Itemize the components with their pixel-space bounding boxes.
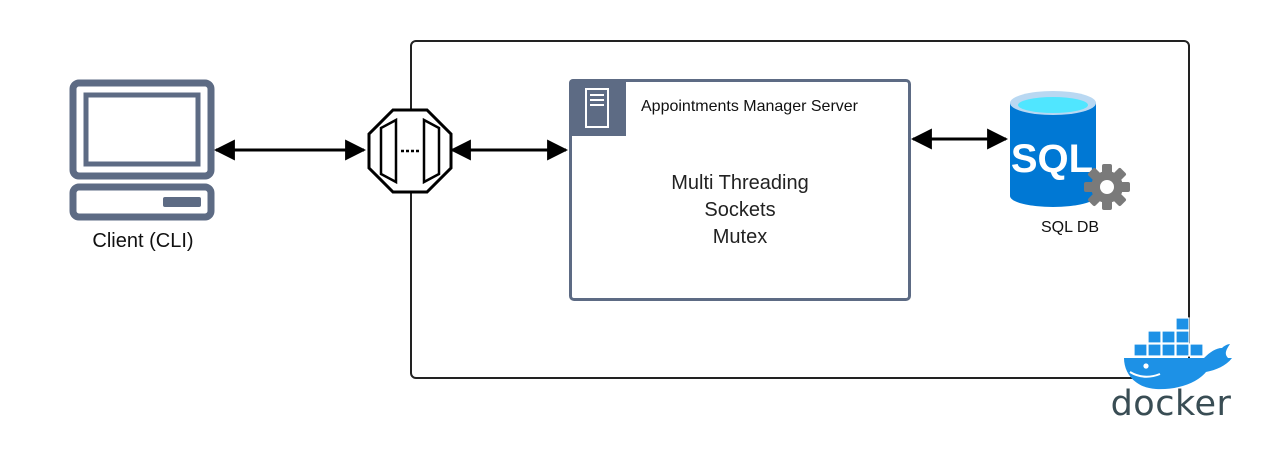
feature-sockets: Sockets [704,199,776,221]
gateway-icon [367,108,453,194]
docker-whale-icon [1124,317,1232,390]
docker-wordmark: docker [1110,384,1232,424]
feature-mutex: Mutex [712,226,768,248]
sql-database-icon: SQL [1010,91,1096,207]
server-icon [569,79,626,136]
server-icon-glyph [585,88,609,128]
gear-icon [1084,164,1130,210]
docker-container-frame [410,40,1190,379]
server-box [569,79,911,301]
computer-icon [69,79,215,221]
server-title: Appointments Manager Server [641,98,858,115]
sql-icon-text: SQL [1011,137,1093,181]
server-features: Multi Threading Sockets Mutex [600,170,880,251]
database-label: SQL DB [1040,219,1100,236]
client-label: Client (CLI) [92,230,194,252]
feature-multi-threading: Multi Threading [671,172,809,194]
